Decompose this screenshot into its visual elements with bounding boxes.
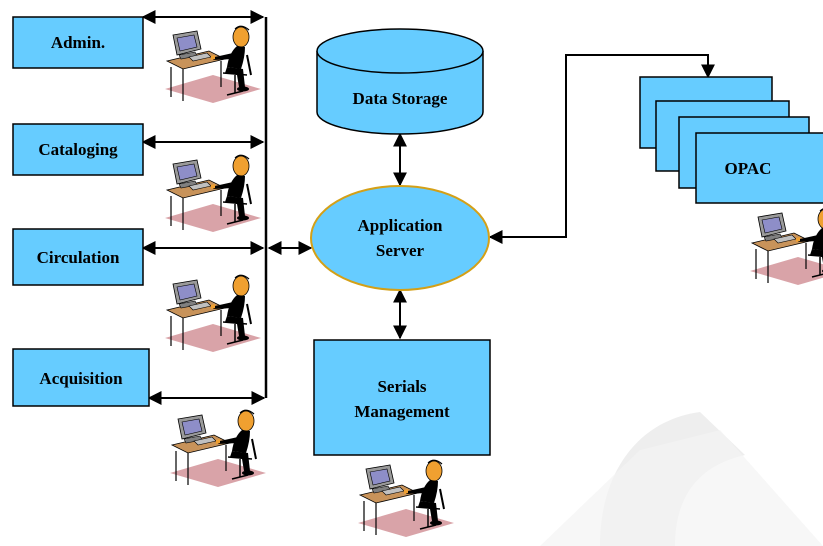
workstation-user-icon	[164, 25, 262, 104]
workstation-user-icon	[164, 154, 262, 233]
watermark-stroke	[540, 430, 823, 546]
workstation-user-icon	[357, 459, 455, 538]
module-acquisition[interactable]: Acquisition	[12, 348, 150, 407]
module-admin-label: Admin.	[51, 33, 105, 52]
serials-management-node[interactable]: Serials Management	[313, 339, 491, 456]
data-storage-node[interactable]: Data Storage	[316, 28, 484, 135]
module-circulation[interactable]: Circulation	[12, 228, 144, 286]
workstation-user-icon	[169, 409, 267, 488]
workstation-user-icon	[164, 274, 262, 353]
data-storage-label: Data Storage	[353, 89, 448, 108]
application-server-node[interactable]: Application Server	[310, 185, 490, 291]
module-circulation-label: Circulation	[37, 248, 120, 267]
serials-label-line1: Serials	[377, 377, 426, 396]
application-server-label-line2: Server	[376, 241, 425, 260]
opac-label: OPAC	[725, 159, 772, 178]
module-cataloging[interactable]: Cataloging	[12, 123, 144, 176]
module-admin[interactable]: Admin.	[12, 16, 144, 69]
application-server-label-line1: Application	[357, 216, 443, 235]
workstation-user-icon	[749, 207, 823, 286]
serials-label-line2: Management	[354, 402, 450, 421]
opac-card-front	[695, 132, 823, 204]
opac-stack[interactable]: OPAC	[639, 76, 823, 204]
server-opac-connector	[488, 54, 715, 244]
module-cataloging-label: Cataloging	[38, 140, 118, 159]
module-acquisition-label: Acquisition	[39, 369, 123, 388]
